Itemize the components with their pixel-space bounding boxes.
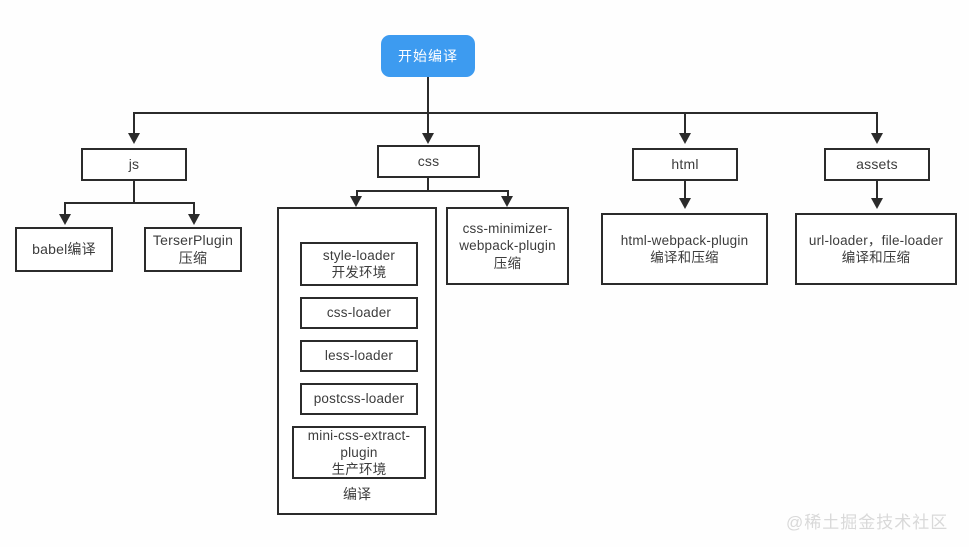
node-postcss-loader-label: postcss-loader bbox=[313, 391, 405, 407]
node-html-webpack-plugin[interactable]: html-webpack-plugin 编译和压缩 bbox=[601, 213, 768, 285]
node-url-file-loader[interactable]: url-loader，file-loader 编译和压缩 bbox=[795, 213, 957, 285]
node-terser-plugin-label: TerserPlugin 压缩 bbox=[152, 231, 234, 266]
node-css[interactable]: css bbox=[377, 145, 480, 178]
connector-drop-css bbox=[427, 112, 429, 134]
node-less-loader[interactable]: less-loader bbox=[300, 340, 418, 372]
node-babel-label: babel编译 bbox=[32, 240, 96, 257]
node-less-loader-label: less-loader bbox=[324, 348, 394, 364]
node-html-label: html bbox=[671, 155, 699, 172]
node-js[interactable]: js bbox=[81, 148, 187, 181]
connector-drop-html bbox=[684, 112, 686, 134]
node-css-minimizer-webpack-plugin[interactable]: css-minimizer- webpack-plugin 压缩 bbox=[446, 207, 569, 285]
connector-drop-js bbox=[133, 112, 135, 134]
node-css-loader[interactable]: css-loader bbox=[300, 297, 418, 329]
connector-html-stem bbox=[684, 181, 686, 203]
arrow-to-css bbox=[422, 133, 434, 144]
connector-css-stem bbox=[427, 178, 429, 191]
arrow-to-css-loader-group bbox=[350, 196, 362, 207]
connector-drop-css-minimizer bbox=[507, 190, 509, 198]
watermark-text: @稀土掘金技术社区 bbox=[786, 513, 949, 532]
node-assets-label: assets bbox=[856, 155, 898, 172]
connector-drop-css-loaders bbox=[356, 190, 358, 198]
node-css-loader-label: css-loader bbox=[326, 305, 392, 321]
arrow-to-html bbox=[679, 133, 691, 144]
arrow-to-html-webpack-plugin bbox=[679, 198, 691, 209]
node-terser-plugin[interactable]: TerserPlugin 压缩 bbox=[144, 227, 242, 272]
arrow-to-css-minimizer bbox=[501, 196, 513, 207]
arrow-to-assets bbox=[871, 133, 883, 144]
connector-drop-assets bbox=[876, 112, 878, 134]
arrow-to-babel bbox=[59, 214, 71, 225]
node-css-minimizer-webpack-plugin-label: css-minimizer- webpack-plugin 压缩 bbox=[459, 221, 556, 271]
node-js-label: js bbox=[128, 155, 140, 172]
node-url-file-loader-label: url-loader，file-loader 编译和压缩 bbox=[808, 232, 944, 265]
root-node-start-compile[interactable]: 开始编译 bbox=[381, 35, 475, 77]
node-assets[interactable]: assets bbox=[824, 148, 930, 181]
connector-css-bus bbox=[356, 190, 509, 192]
css-loader-group-container[interactable]: style-loader 开发环境 css-loader less-loader… bbox=[277, 207, 437, 515]
node-html[interactable]: html bbox=[632, 148, 738, 181]
node-mini-css-extract-plugin-label: mini-css-extract- plugin 生产环境 bbox=[307, 427, 411, 478]
arrow-to-terser bbox=[188, 214, 200, 225]
node-html-webpack-plugin-label: html-webpack-plugin 编译和压缩 bbox=[620, 232, 749, 265]
connector-js-stem bbox=[133, 181, 135, 203]
node-mini-css-extract-plugin[interactable]: mini-css-extract- plugin 生产环境 bbox=[292, 426, 426, 479]
connector-drop-terser bbox=[193, 202, 195, 216]
connector-js-bus bbox=[64, 202, 195, 204]
connector-drop-babel bbox=[64, 202, 66, 216]
css-loader-group-label: 编译 bbox=[343, 486, 371, 502]
node-css-label: css bbox=[417, 152, 440, 169]
arrow-to-url-file-loader bbox=[871, 198, 883, 209]
node-babel[interactable]: babel编译 bbox=[15, 227, 113, 272]
connector-root-stem bbox=[427, 77, 429, 113]
node-postcss-loader[interactable]: postcss-loader bbox=[300, 383, 418, 415]
node-style-loader[interactable]: style-loader 开发环境 bbox=[300, 242, 418, 286]
connector-assets-stem bbox=[876, 181, 878, 203]
connector-level2-bus bbox=[134, 112, 878, 114]
node-style-loader-label: style-loader 开发环境 bbox=[322, 247, 396, 280]
root-node-label: 开始编译 bbox=[398, 48, 458, 64]
arrow-to-js bbox=[128, 133, 140, 144]
